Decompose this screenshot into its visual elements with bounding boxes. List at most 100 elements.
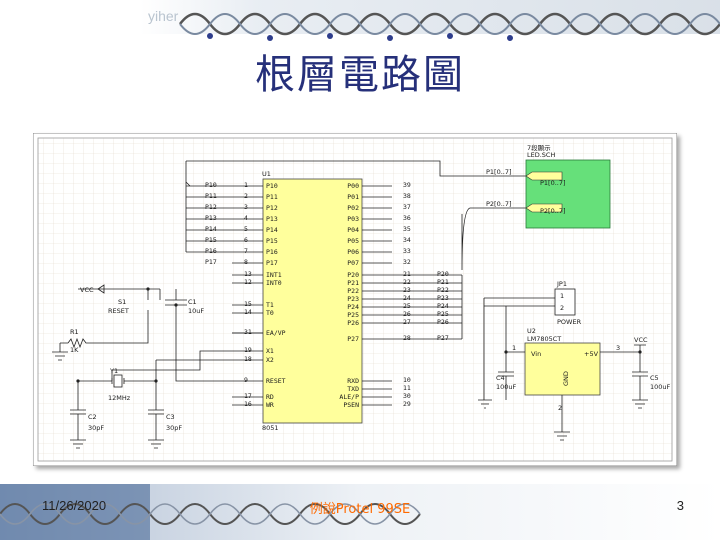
jp1-name: POWER (557, 318, 582, 326)
mcu-pin-number: 24 (403, 294, 411, 302)
mcu-pin-name: P20 (347, 271, 359, 279)
mcu-pin-number: 18 (244, 355, 252, 363)
mcu-pin-name: ALE/P (339, 393, 359, 401)
mcu-pin-number: 35 (403, 225, 411, 233)
mcu-pin-number: 8 (244, 258, 248, 266)
net-label: P25 (437, 310, 449, 318)
u2-num-out: 3 (616, 344, 620, 352)
mcu-ref: U1 (262, 170, 271, 178)
mcu-pin-name: P12 (266, 204, 278, 212)
mcu-pin-name: P04 (347, 226, 359, 234)
mcu-pin-number: 39 (403, 181, 411, 189)
sheet-port-p2: P2[0..7] (540, 207, 566, 215)
c5-ref: C5 (650, 374, 659, 382)
mcu-pin-name: EA/VP (266, 329, 286, 337)
mcu-pin-name: P05 (347, 237, 359, 245)
u2-num-gnd: 2 (558, 404, 562, 412)
mcu-pin-number: 11 (403, 384, 411, 392)
c2-value: 30pF (88, 424, 104, 432)
bus-label-p1: P1[0..7] (486, 168, 512, 176)
vcc-label-left: VCC (80, 286, 94, 294)
mcu-pin-number: 10 (403, 376, 411, 384)
s1-ref: S1 (118, 298, 126, 306)
mcu-pin-number: 26 (403, 310, 411, 318)
c1-value: 10uF (188, 307, 204, 315)
mcu-pin-number: 37 (403, 203, 411, 211)
mcu-pin-number: 17 (244, 392, 252, 400)
mcu-pin-number: 2 (244, 192, 248, 200)
jp1-ref: JP1 (556, 280, 567, 288)
c4-ref: C4 (496, 374, 505, 382)
net-label: P24 (437, 302, 449, 310)
slide-title: 根層電路圖 (255, 52, 465, 98)
u2-part: LM7805CT (527, 335, 561, 343)
schematic-diagram: U1 8051 P101P10P112P11P123P12P134P13P145… (33, 133, 677, 466)
mcu-pin-number: 19 (244, 346, 252, 354)
mcu-pin-name: P16 (266, 248, 278, 256)
mcu-pin-name: T1 (266, 301, 274, 309)
page-number: 3 (676, 498, 684, 513)
mcu-pin-name: RD (266, 393, 274, 401)
mcu-pin-number: 14 (244, 308, 252, 316)
c3-value: 30pF (166, 424, 182, 432)
mcu-pin-name: P00 (347, 182, 359, 190)
net-label: P10 (205, 181, 217, 189)
jp1-pin1: 1 (560, 292, 564, 300)
mcu-pin-number: 32 (403, 258, 411, 266)
sheet-title: 7段顯示 (527, 143, 551, 152)
mcu-pin-number: 5 (244, 225, 248, 233)
footer-title: 例說Protel 99SE (309, 502, 411, 517)
mcu-pin-number: 36 (403, 214, 411, 222)
jp1-pin2: 2 (560, 304, 564, 312)
mcu-pin-number: 25 (403, 302, 411, 310)
mcu-pin-number: 33 (403, 247, 411, 255)
mcu-pin-name: P01 (347, 193, 359, 201)
mcu-pin-name: P03 (347, 215, 359, 223)
net-label: P21 (437, 278, 449, 286)
mcu-pin-number: 30 (403, 392, 411, 400)
mcu-pin-number: 34 (403, 236, 411, 244)
mcu-pin-number: 23 (403, 286, 411, 294)
mcu-pin-name: INT1 (266, 271, 282, 279)
mcu-pin-number: 16 (244, 400, 252, 408)
mcu-pin-name: P11 (266, 193, 278, 201)
y1-value: 12MHz (108, 394, 131, 402)
mcu-left-pins: P101P10P112P11P123P12P134P13P145P14P156P… (205, 181, 286, 409)
c1-ref: C1 (188, 298, 197, 306)
net-label: P26 (437, 318, 449, 326)
watermark-text: yiher (148, 8, 179, 24)
u2-ref: U2 (527, 327, 536, 335)
mcu-pin-number: 4 (244, 214, 248, 222)
mcu-pin-number: 28 (403, 334, 411, 342)
u2-num-in: 1 (512, 344, 516, 352)
net-label: P14 (205, 225, 217, 233)
mcu-pin-name: PSEN (343, 401, 359, 409)
net-label: P12 (205, 203, 217, 211)
r1-value: 1K (70, 346, 79, 354)
mcu-pin-number: 38 (403, 192, 411, 200)
mcu-pin-name: P02 (347, 204, 359, 212)
mcu-pin-name: P15 (266, 237, 278, 245)
mcu-pin-name: P22 (347, 287, 359, 295)
mcu-pin-name: T0 (266, 309, 274, 317)
mcu-pin-name: RXD (347, 377, 359, 385)
mcu-pin-name: P14 (266, 226, 278, 234)
net-label: P16 (205, 247, 217, 255)
mcu-pin-name: WR (266, 401, 274, 409)
u2-pin-out: +5V (584, 350, 599, 358)
mcu-pin-name: P07 (347, 259, 359, 267)
mcu-pin-number: 12 (244, 278, 252, 286)
mcu-pin-name: P24 (347, 303, 359, 311)
mcu-pin-name: INT0 (266, 279, 282, 287)
mcu-part: 8051 (262, 424, 279, 432)
c4-value: 100uF (496, 383, 517, 391)
r1-ref: R1 (70, 328, 79, 336)
net-label: P17 (205, 258, 217, 266)
mcu-pin-name: P26 (347, 319, 359, 327)
mcu-pin-number: 29 (403, 400, 411, 408)
net-label: P22 (437, 286, 449, 294)
footer-date: 11/26/2020 (42, 498, 107, 513)
mcu-pin-number: 7 (244, 247, 248, 255)
mcu-pin-number: 15 (244, 300, 252, 308)
